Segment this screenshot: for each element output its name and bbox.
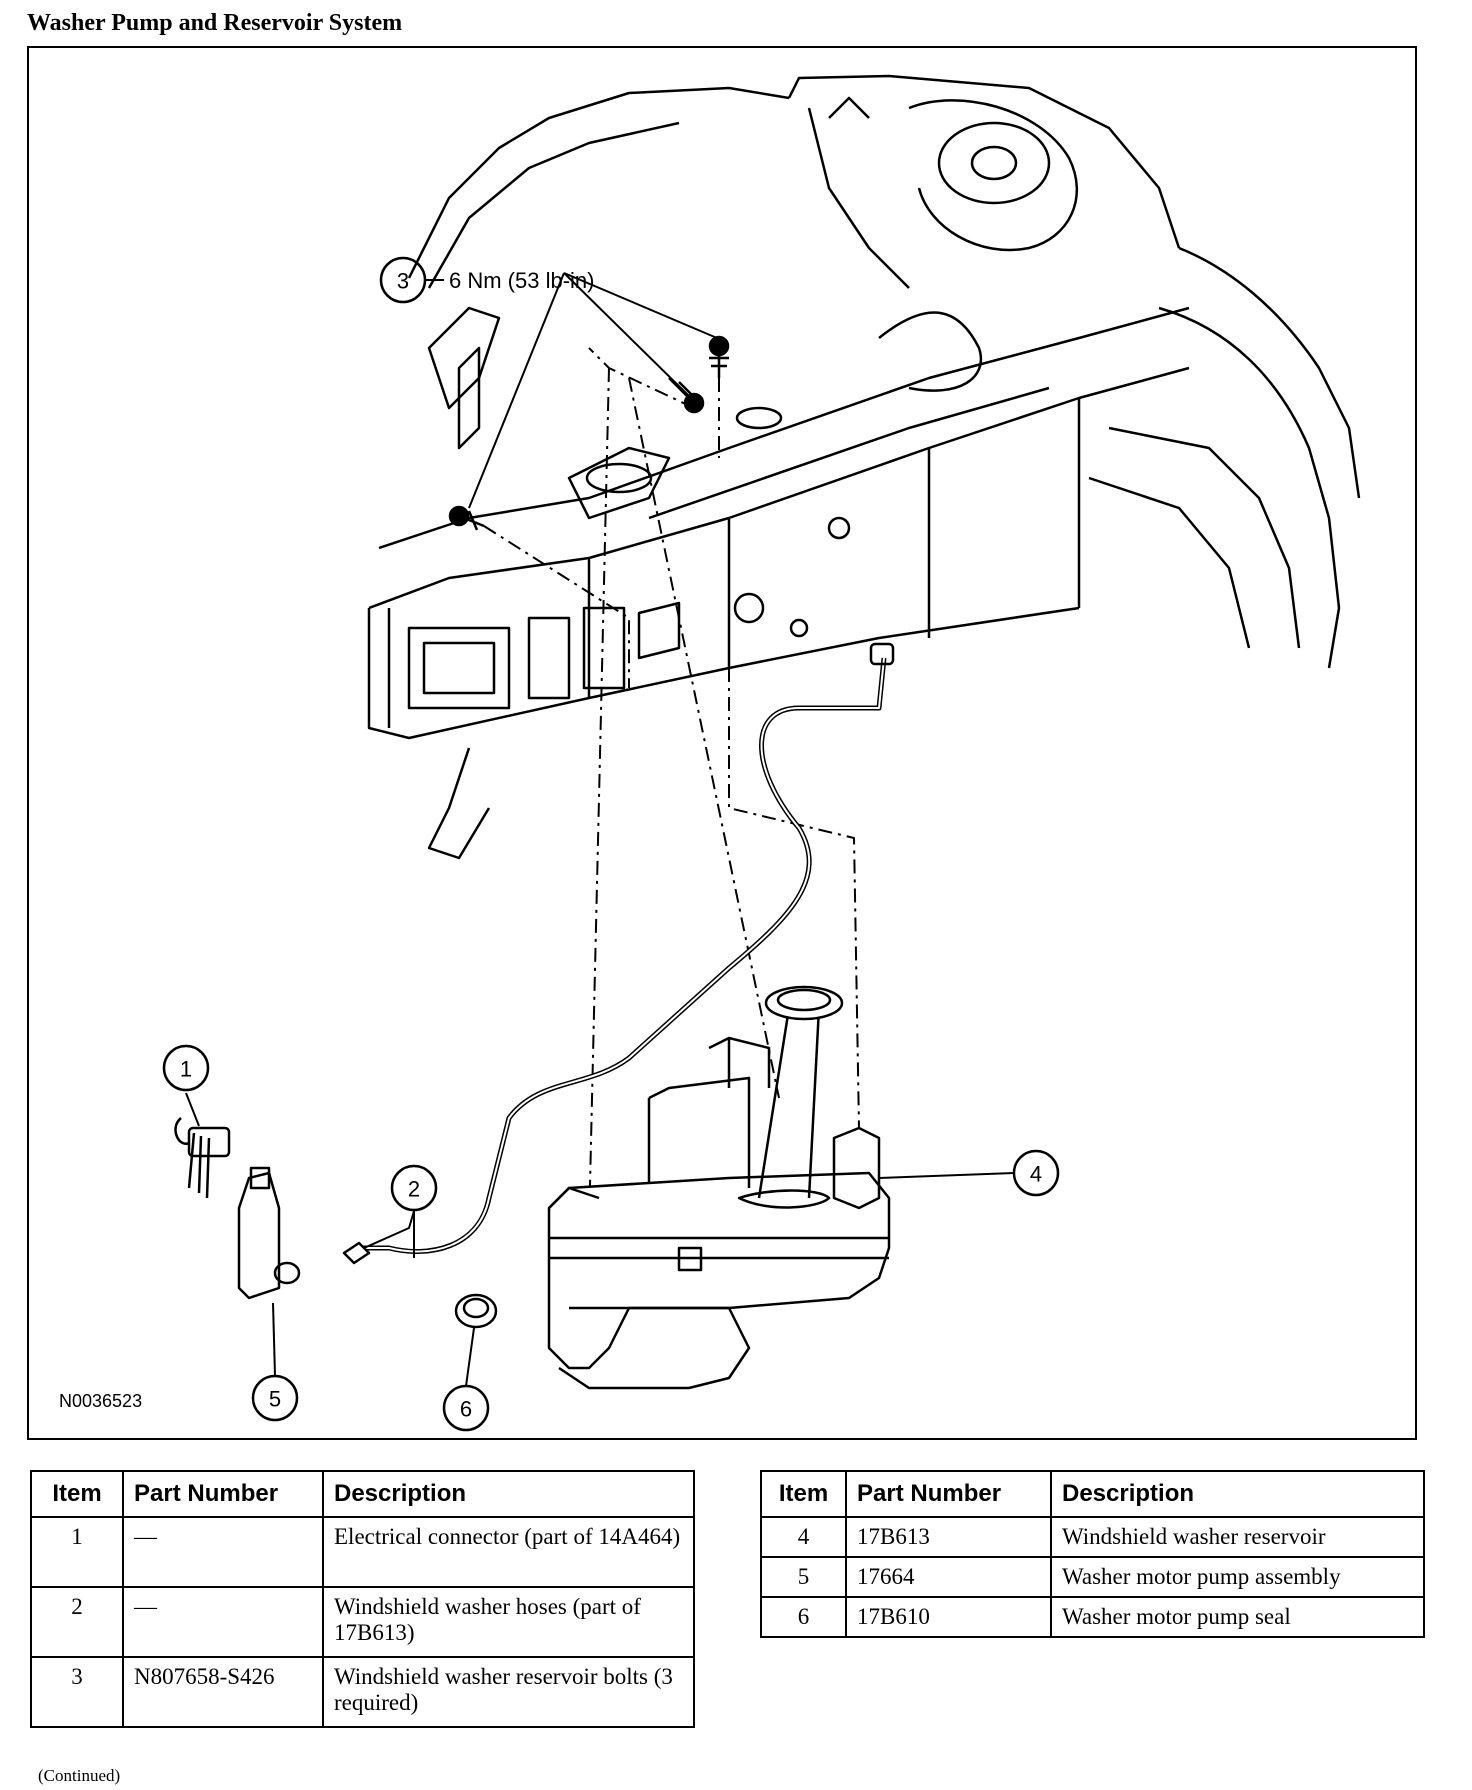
callout-1-label: 1 [180,1057,192,1082]
reservoir-bolts [448,335,730,531]
callout-3-leaders [468,272,718,509]
header-part-number: Part Number [845,1470,1052,1518]
callout-5-circle [251,1374,299,1422]
washer-pump [237,1166,301,1300]
cell-item: 4 [760,1516,847,1558]
callout-leaders [185,1092,1015,1387]
washer-hose [359,657,887,1254]
cell-item: 5 [760,1556,847,1598]
callout-2-circle [390,1164,438,1212]
cell-item: 3 [30,1656,124,1728]
figure-id: N0036523 [59,1391,143,1411]
parts-table-left: Item Part Number Description 1 — Electri… [30,1470,695,1728]
callout-6-label: 6 [460,1397,472,1422]
table-row: 5 17664 Washer motor pump assembly [760,1556,1425,1598]
callout-2-label: 2 [408,1177,420,1202]
header-part-number: Part Number [122,1470,324,1518]
cell-item: 6 [760,1596,847,1638]
table-row: 2 — Windshield washer hoses (part of 17B… [30,1586,695,1658]
callout-6-circle [442,1384,490,1432]
table-header-row: Item Part Number Description [30,1470,695,1518]
table-header-row: Item Part Number Description [760,1470,1425,1518]
cell-description: Washer motor pump seal [1050,1596,1425,1638]
callout-4-circle [1012,1149,1060,1197]
hose-end [342,1241,371,1265]
callout-5-label: 5 [269,1387,281,1412]
header-item: Item [30,1470,124,1518]
vehicle-frame [367,74,1361,860]
cell-part-number: — [122,1516,324,1588]
callout-1-circle [162,1044,210,1092]
alignment-lines [483,347,860,1229]
electrical-connector [174,1117,231,1199]
callout-4-label: 4 [1030,1162,1042,1187]
table-row: 4 17B613 Windshield washer reservoir [760,1516,1425,1558]
cell-description: Washer motor pump assembly [1050,1556,1425,1598]
cell-part-number: 17664 [845,1556,1052,1598]
continued-note: (Continued) [38,1766,121,1785]
cell-description: Windshield washer reservoir bolts (3 req… [322,1656,695,1728]
header-item: Item [760,1470,847,1518]
pump-seal [454,1293,498,1329]
table-row: 3 N807658-S426 Windshield washer reservo… [30,1656,695,1728]
cell-part-number: 17B613 [845,1516,1052,1558]
torque-spec: 6 Nm (53 lb-in) [449,268,594,293]
exploded-diagram: 1 2 3 4 5 6 6 Nm (53 lb-in) N0036523 [27,46,1417,1440]
table-row: 6 17B610 Washer motor pump seal [760,1596,1425,1638]
cell-description: Windshield washer reservoir [1050,1516,1425,1558]
parts-table-right: Item Part Number Description 4 17B613 Wi… [760,1470,1425,1638]
table-row: 1 — Electrical connector (part of 14A464… [30,1516,695,1588]
header-description: Description [1050,1470,1425,1518]
cell-item: 1 [30,1516,124,1588]
cell-part-number: 17B610 [845,1596,1052,1638]
page-title: Washer Pump and Reservoir System [27,10,403,36]
cell-part-number: N807658-S426 [122,1656,324,1728]
cell-description: Windshield washer hoses (part of 17B613) [322,1586,695,1658]
cell-item: 2 [30,1586,124,1658]
washer-hose-inner [359,657,885,1253]
diagram-drawing: 1 2 3 4 5 6 6 Nm (53 lb-in) [162,74,1361,1432]
washer-reservoir [547,985,891,1390]
cell-description: Electrical connector (part of 14A464) [322,1516,695,1588]
cell-part-number: — [122,1586,324,1658]
callout-3-label: 3 [397,269,409,294]
header-description: Description [322,1470,695,1518]
hose-fitting [869,642,895,666]
